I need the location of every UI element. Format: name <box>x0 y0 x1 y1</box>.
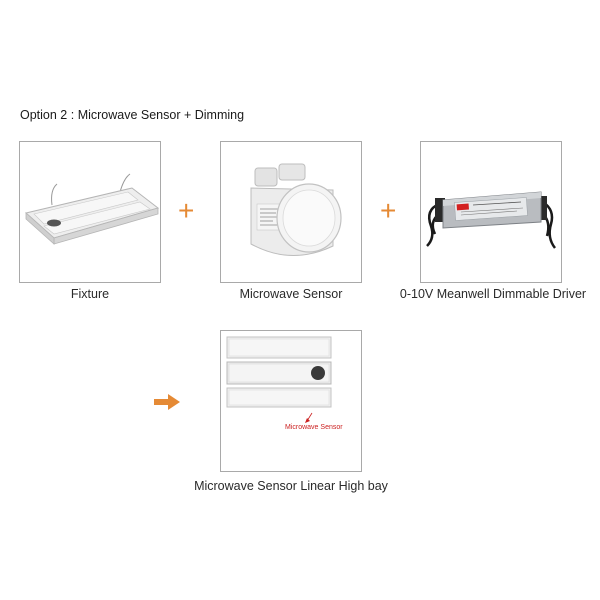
dimmable-driver-image-box <box>420 141 562 283</box>
option-description: Microwave Sensor + Dimming <box>77 108 245 122</box>
dimmable-driver-image <box>426 191 557 249</box>
plus-operator-1: + <box>178 195 195 226</box>
driver-caption: 0-10V Meanwell Dimmable Driver <box>399 287 587 301</box>
microwave-sensor-image-box <box>220 141 362 283</box>
microwave-sensor-image <box>250 163 342 256</box>
fixture-with-sensor-image <box>226 336 332 423</box>
result-fixture-image-box: Microwave Sensor <box>220 330 362 472</box>
microwave-sensor-caption: Microwave Sensor <box>239 287 343 301</box>
fixture-caption: Fixture <box>70 287 110 301</box>
result-caption: Microwave Sensor Linear High bay <box>194 479 388 493</box>
option-label: Option 2 <box>20 108 68 122</box>
plus-operator-2: + <box>380 195 397 226</box>
title-separator: : <box>67 108 78 122</box>
fixture-image-box <box>19 141 161 283</box>
sensor-callout-label: Microwave Sensor <box>285 424 343 431</box>
result-arrow-icon <box>154 394 180 410</box>
option-title: Option 2 : Microwave Sensor + Dimming <box>20 108 244 122</box>
linear-high-bay-fixture-image <box>24 173 160 245</box>
